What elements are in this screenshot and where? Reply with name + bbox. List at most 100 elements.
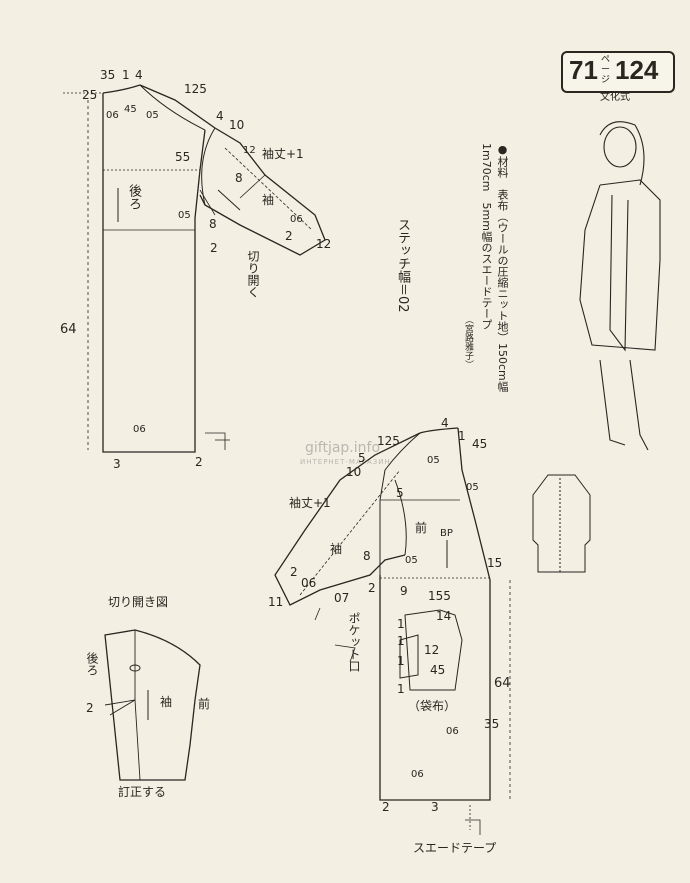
front-label-14: 14 bbox=[436, 609, 451, 623]
back-label-12: 12 bbox=[243, 145, 256, 156]
front-raglan-sleeve bbox=[274, 432, 421, 606]
page-number-badge: 71 ページ 124 bbox=[561, 51, 675, 93]
front-label-sleeve-length: 袖丈+1 bbox=[289, 495, 331, 510]
pocket-bag bbox=[404, 609, 463, 691]
front-label-5b: 5 bbox=[396, 486, 404, 500]
back-label-8b: 8 bbox=[209, 217, 217, 231]
garment-flat bbox=[532, 474, 591, 573]
back-label-06: 06 bbox=[106, 110, 119, 121]
slash-open-label: 切り開く bbox=[246, 250, 260, 298]
back-label-12b: 12 bbox=[316, 237, 331, 251]
front-label-05c: 05 bbox=[405, 555, 418, 566]
pocket-opening bbox=[399, 634, 419, 679]
opened-slash bbox=[104, 699, 136, 716]
page-left-number: 71 bbox=[569, 55, 598, 85]
garment-flat-outline bbox=[532, 474, 591, 573]
back-label-4b: 4 bbox=[216, 109, 224, 123]
opened-sleeve-center bbox=[134, 630, 141, 781]
front-label-05a: 05 bbox=[427, 455, 440, 466]
back-raglan-line bbox=[139, 84, 206, 131]
opened-sleeve-pattern bbox=[104, 629, 201, 781]
back-label-25: 25 bbox=[82, 88, 97, 102]
materials-line-2: 1m70cm 5mm幅のスエードテープ bbox=[480, 143, 493, 330]
front-label-45b: 45 bbox=[430, 663, 445, 677]
front-label-06b: 06 bbox=[446, 726, 459, 737]
tape-mark bbox=[465, 819, 481, 835]
opened-notch-mark bbox=[129, 664, 141, 672]
stitch-width-note: ステッチ幅＝02 bbox=[395, 218, 410, 313]
back-bodice-pattern bbox=[63, 84, 326, 453]
back-label-2b: 2 bbox=[285, 229, 293, 243]
back-label-05b: 05 bbox=[178, 210, 191, 221]
front-armhole-curve bbox=[394, 479, 407, 556]
front-label-1: 1 bbox=[458, 429, 466, 443]
front-sleeve-center bbox=[299, 469, 401, 596]
back-label-3: 3 bbox=[113, 457, 121, 471]
front-label-1a: 1 bbox=[397, 617, 405, 631]
opened-label-mae: 前 bbox=[198, 696, 210, 711]
model-dress bbox=[609, 194, 629, 352]
front-label-fukuro: （袋布） bbox=[408, 699, 456, 713]
drafting-style: 文化式 bbox=[600, 92, 630, 103]
model-leg-right bbox=[629, 359, 649, 451]
back-label-sleeve-length: 袖丈+1 bbox=[262, 146, 304, 161]
materials-line-1: ●材料 表布（ウールの圧縮ニット地）150cm幅 bbox=[496, 143, 509, 392]
back-neckline bbox=[102, 84, 141, 94]
front-label-bp: BP bbox=[440, 528, 453, 539]
model-illustration bbox=[579, 121, 661, 451]
back-label-1: 1 bbox=[122, 68, 130, 82]
materials-credit: （宮路雅子） bbox=[463, 315, 473, 369]
page-unit: ページ bbox=[601, 55, 611, 85]
front-label-64: 64 bbox=[494, 676, 511, 691]
front-label-07: 07 bbox=[334, 591, 349, 605]
front-label-12: 12 bbox=[424, 643, 439, 657]
back-outline bbox=[102, 93, 206, 453]
pocket-placement bbox=[334, 644, 356, 663]
back-label-35: 35 bbox=[100, 68, 115, 82]
front-label-05b: 05 bbox=[466, 482, 479, 493]
front-label-9: 9 bbox=[400, 584, 408, 598]
back-gusset bbox=[199, 189, 216, 216]
watermark-sub: ИНТЕРНЕТ-МАГАЗИН bbox=[300, 458, 391, 466]
back-label-125: 125 bbox=[184, 82, 207, 96]
back-raglan-sleeve bbox=[139, 84, 326, 256]
front-outline bbox=[379, 427, 491, 801]
opened-label-note: 訂正する bbox=[118, 784, 166, 799]
opened-back-label: 後ろ bbox=[85, 652, 99, 676]
back-label-45: 45 bbox=[124, 104, 137, 115]
back-label-64: 64 bbox=[60, 322, 77, 337]
front-label-1b: 1 bbox=[397, 634, 405, 648]
back-label: 後ろ bbox=[126, 184, 141, 210]
front-label-8: 8 bbox=[363, 549, 371, 563]
front-neckline bbox=[419, 427, 459, 434]
front-label-1c: 1 bbox=[397, 654, 405, 668]
page-right-number: 124 bbox=[615, 55, 659, 85]
front-bodice-pattern bbox=[274, 427, 511, 835]
front-label-sleeve: 袖 bbox=[330, 541, 342, 556]
front-label-tape: スエードテープ bbox=[413, 841, 496, 855]
back-hem-mark bbox=[205, 432, 226, 450]
front-label-mae: 前 bbox=[415, 520, 427, 535]
front-label-2b: 2 bbox=[368, 581, 376, 595]
watermark: giftjap.info bbox=[305, 440, 381, 456]
back-label-10: 10 bbox=[229, 118, 244, 132]
back-label-2c: 2 bbox=[195, 455, 203, 469]
front-label-125: 125 bbox=[377, 434, 400, 448]
front-label-10: 10 bbox=[346, 465, 361, 479]
back-label-55: 55 bbox=[175, 150, 190, 164]
front-label-11: 11 bbox=[268, 595, 283, 609]
front-label-35: 35 bbox=[484, 717, 499, 731]
front-label-4: 4 bbox=[441, 416, 449, 430]
front-label-06: 06 bbox=[301, 576, 316, 590]
front-label-1d: 1 bbox=[397, 682, 405, 696]
back-label-05: 05 bbox=[146, 110, 159, 121]
back-label-4: 4 bbox=[135, 68, 143, 82]
front-raglan-line bbox=[379, 432, 421, 575]
back-label-06c: 06 bbox=[133, 424, 146, 435]
model-leg-left bbox=[599, 359, 626, 446]
front-label-155: 155 bbox=[428, 589, 451, 603]
back-sleeve-grain bbox=[217, 189, 241, 211]
front-label-2: 2 bbox=[290, 565, 298, 579]
